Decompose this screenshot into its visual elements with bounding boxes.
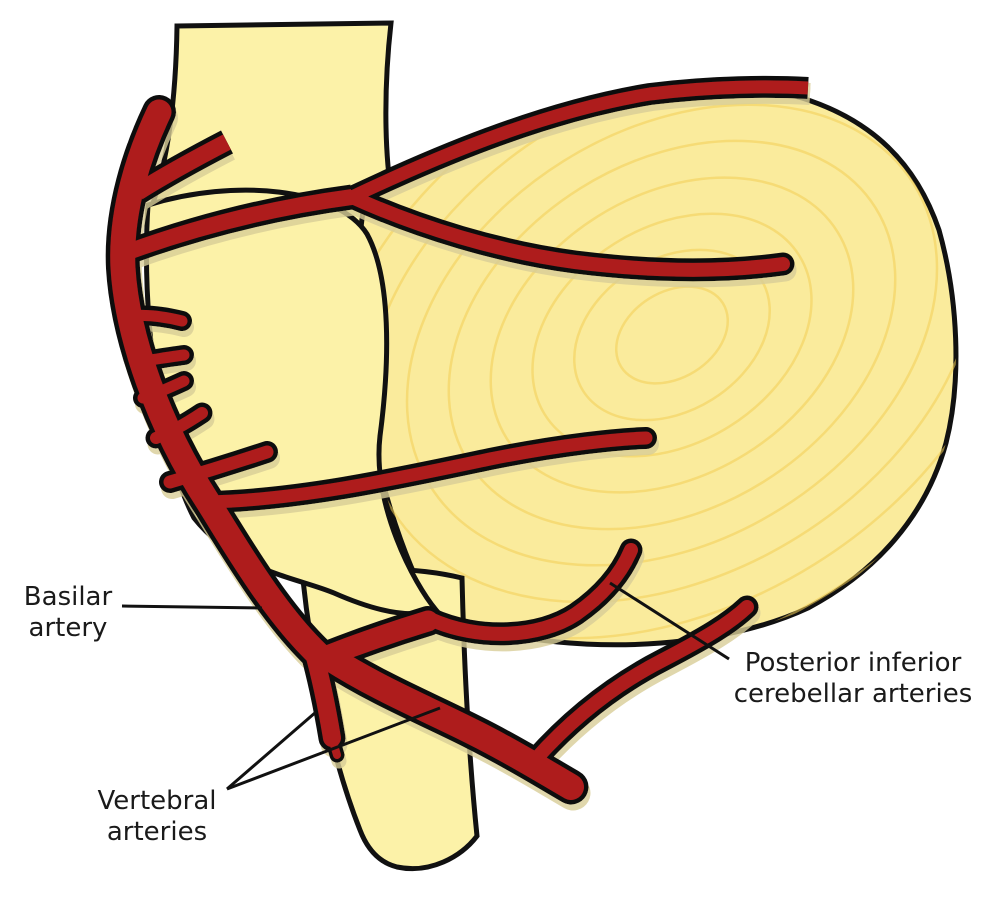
pontine-branch-path xyxy=(136,355,184,362)
cerebellum-shape xyxy=(359,86,956,645)
vertebral-leader-line xyxy=(226,710,317,791)
pica-leader-line xyxy=(609,581,730,661)
pontine-branch-path xyxy=(130,315,182,321)
basilar-leader-line xyxy=(121,604,263,610)
posterior-inferior-cerebellar-arteries-label: Posterior inferior cerebellar arteries xyxy=(733,648,973,709)
vertebral-arteries-label: Vertebral arteries xyxy=(97,786,217,847)
basilar-artery-label: Basilar artery xyxy=(23,582,113,643)
vertebral-leader-line xyxy=(226,706,441,791)
